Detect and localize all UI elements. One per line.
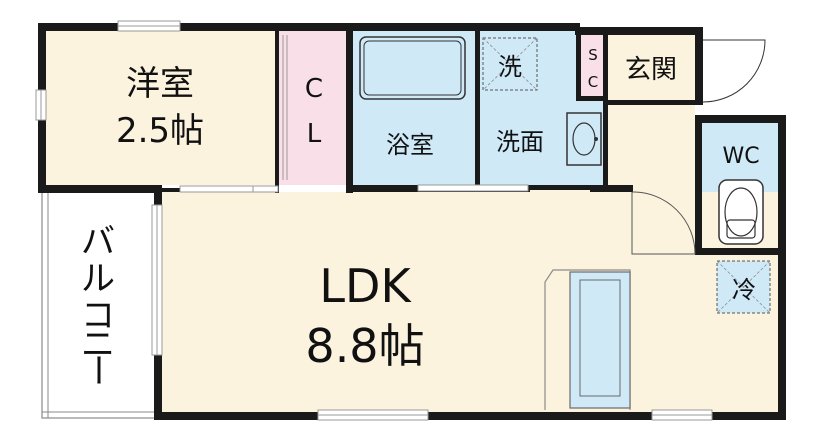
entrance-label: 玄関	[625, 55, 677, 85]
washer-label: 洗	[498, 53, 522, 81]
shoe-closet-label-c: C	[588, 73, 598, 91]
entrance-floor	[607, 34, 695, 100]
washer-space	[482, 37, 538, 91]
windows	[35, 20, 713, 421]
shoe-closet-floor	[580, 34, 607, 100]
washbasin	[566, 112, 602, 166]
balcony-label: バ ル コ ニ ー	[77, 222, 117, 387]
door-swings	[631, 39, 766, 255]
ldk-floor	[160, 192, 780, 412]
closet-label-c: C	[305, 74, 323, 104]
balcony-char-5: ー	[77, 353, 117, 387]
western-room-size: 2.5帖	[116, 111, 204, 151]
bathtub	[359, 36, 466, 100]
balcony-char-2: ル	[81, 259, 115, 299]
closet-doors	[282, 35, 288, 180]
fridge-space	[716, 260, 771, 314]
fridge-label: 冷	[732, 276, 756, 304]
bath-label: 浴室	[386, 131, 434, 159]
balcony	[41, 191, 157, 419]
balcony-char-3: コ	[81, 296, 115, 336]
closet-floor	[278, 30, 346, 185]
western-room-name: 洋室	[126, 64, 194, 104]
ldk-size: 8.8帖	[305, 319, 424, 373]
washroom-label: 洗面	[496, 128, 544, 156]
kitchen-counter	[544, 269, 631, 410]
wc-label: WC	[722, 144, 759, 169]
shoe-closet-label-s: S	[588, 46, 598, 64]
closet-label-l: L	[307, 119, 322, 149]
western-room-floor	[45, 30, 275, 185]
toilet	[718, 179, 764, 245]
ldk-name: LDK	[319, 259, 412, 313]
balcony-char-1: バ	[81, 222, 115, 262]
balcony-char-4: ニ	[81, 325, 115, 365]
